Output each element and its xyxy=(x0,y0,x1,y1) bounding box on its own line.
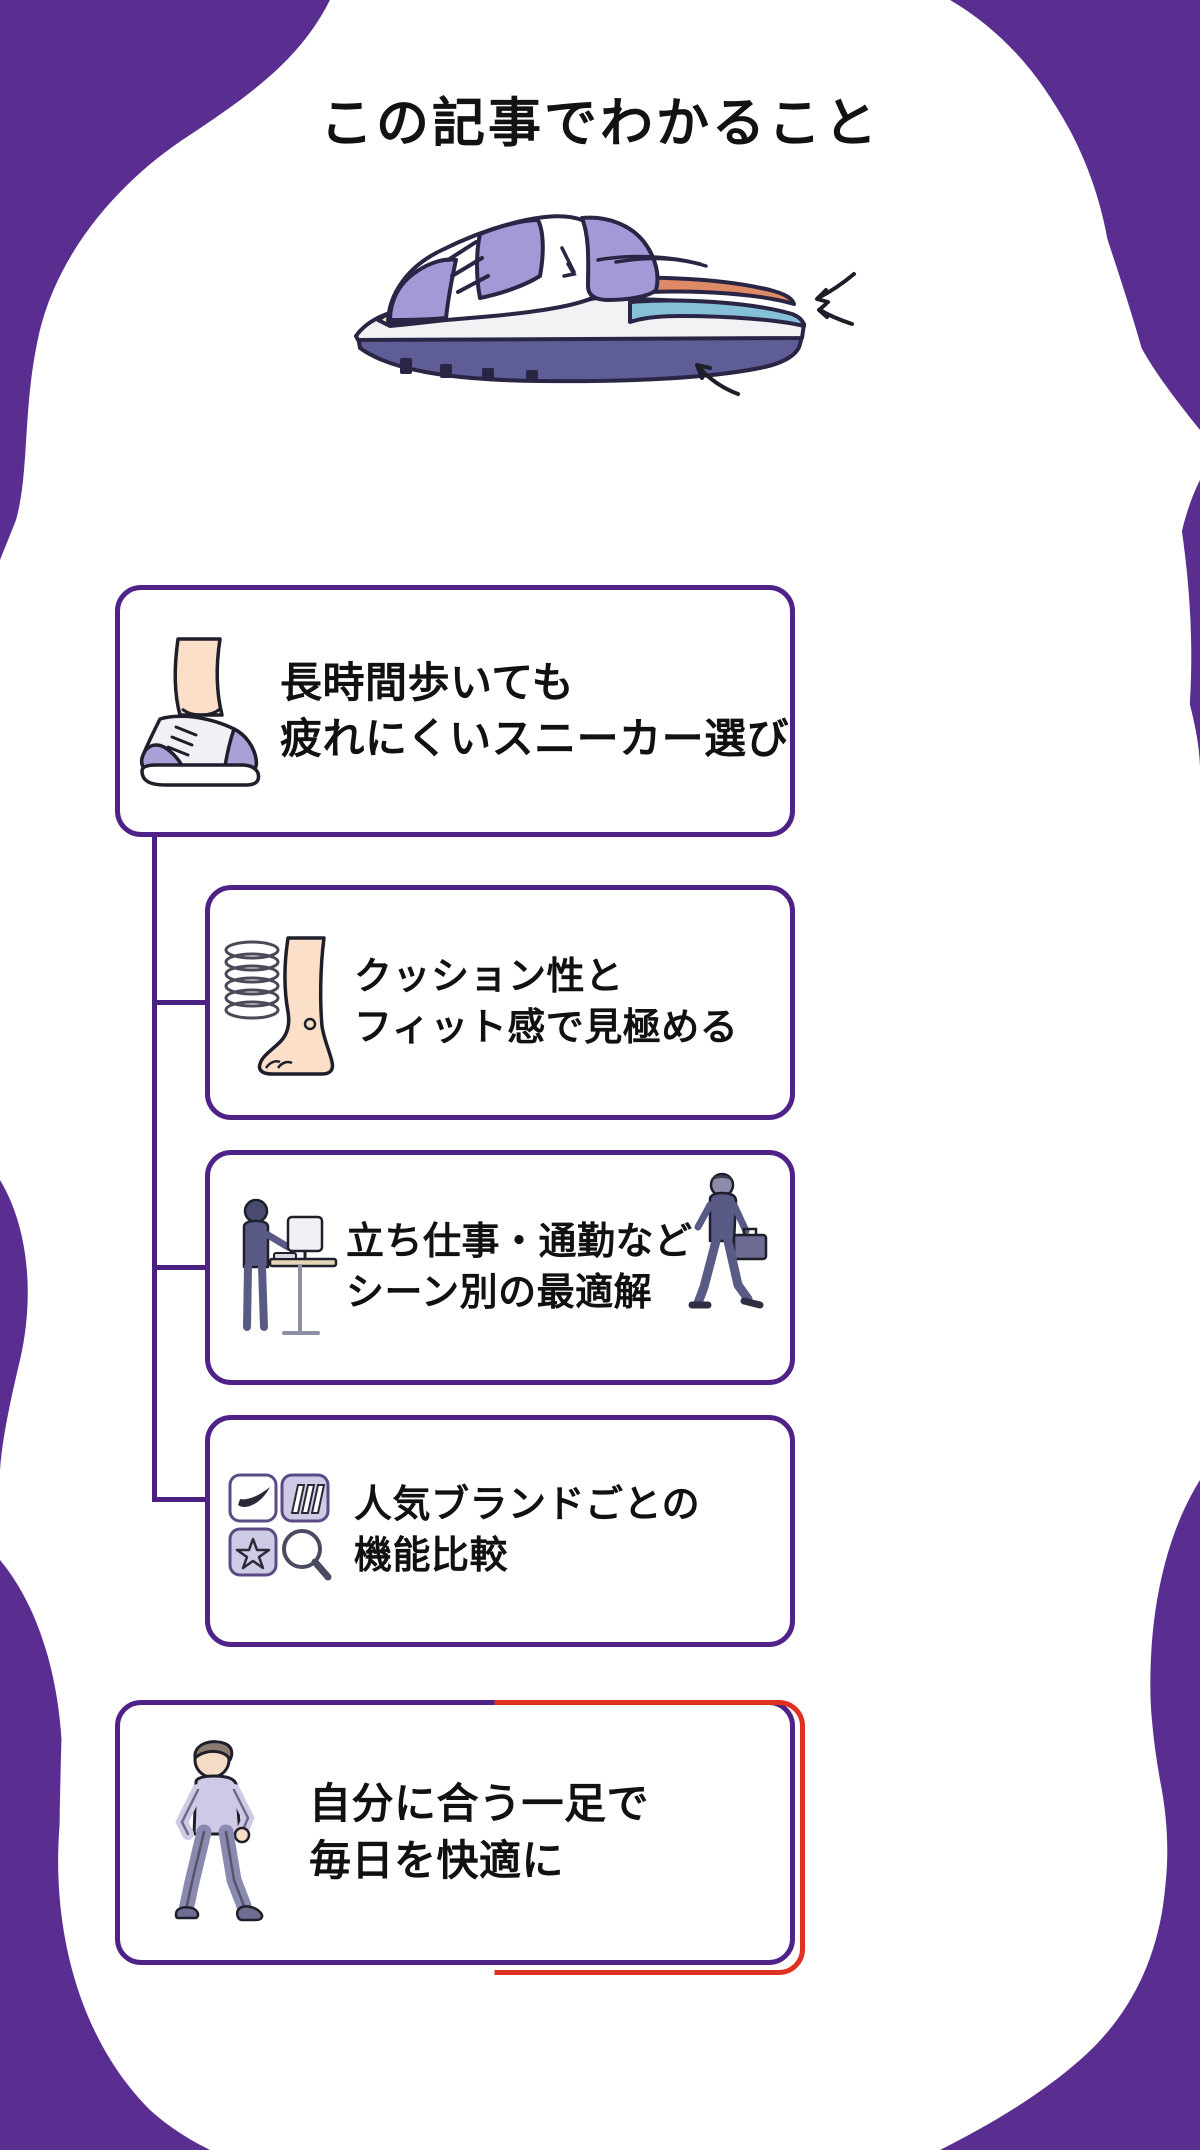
sneaker-cutaway-icon xyxy=(354,214,856,396)
card-line-2: 毎日を快適に xyxy=(309,1836,565,1884)
page-title: この記事でわかること xyxy=(320,94,880,153)
spring-cushion-foot-icon xyxy=(218,928,348,1078)
card-line-2: フィット感で見極める xyxy=(354,1006,739,1049)
standing-desk-worker-icon xyxy=(230,1193,340,1343)
card-line-1: 人気ブランドごとの xyxy=(354,1484,701,1527)
card-text-block: クッション性と フィット感で見極める xyxy=(348,952,738,1054)
connector-line-vertical xyxy=(152,836,157,1500)
card-line-1: クッション性と xyxy=(354,955,624,998)
brand-logos-grid-icon xyxy=(228,1471,338,1591)
card-text-block: 自分に合う一足で 毎日を快適に xyxy=(285,1776,649,1889)
card-line-1: 長時間歩いても xyxy=(280,658,575,706)
card-line-1: 立ち仕事・通勤など xyxy=(346,1220,693,1263)
card-scene-optimal[interactable]: 立ち仕事・通勤など シーン別の最適解 xyxy=(205,1150,795,1385)
card-line-2: 疲れにくいスニーカー選び xyxy=(280,715,790,762)
card-comfort-conclusion[interactable]: 自分に合う一足で 毎日を快適に xyxy=(115,1700,795,1965)
card-line-2: シーン別の最適解 xyxy=(346,1271,653,1314)
card-line-1: 自分に合う一足で xyxy=(309,1780,650,1828)
hero-illustration xyxy=(330,198,870,408)
foot-in-sneaker-icon xyxy=(130,631,270,791)
card-brand-comparison[interactable]: 人気ブランドごとの 機能比較 xyxy=(205,1415,795,1647)
walking-person-icon xyxy=(160,1738,285,1928)
card-text-block: 立ち仕事・通勤など シーン別の最適解 xyxy=(340,1217,693,1319)
card-line-2: 機能比較 xyxy=(354,1535,509,1577)
card-text-block: 長時間歩いても 疲れにくいスニーカー選び xyxy=(270,655,789,768)
card-cushion-fit[interactable]: クッション性と フィット感で見極める xyxy=(205,885,795,1120)
card-text-block: 人気ブランドごとの 機能比較 xyxy=(338,1480,700,1582)
commuter-businessman-icon xyxy=(670,1169,780,1319)
card-walking-endurance[interactable]: 長時間歩いても 疲れにくいスニーカー選び xyxy=(115,585,795,837)
